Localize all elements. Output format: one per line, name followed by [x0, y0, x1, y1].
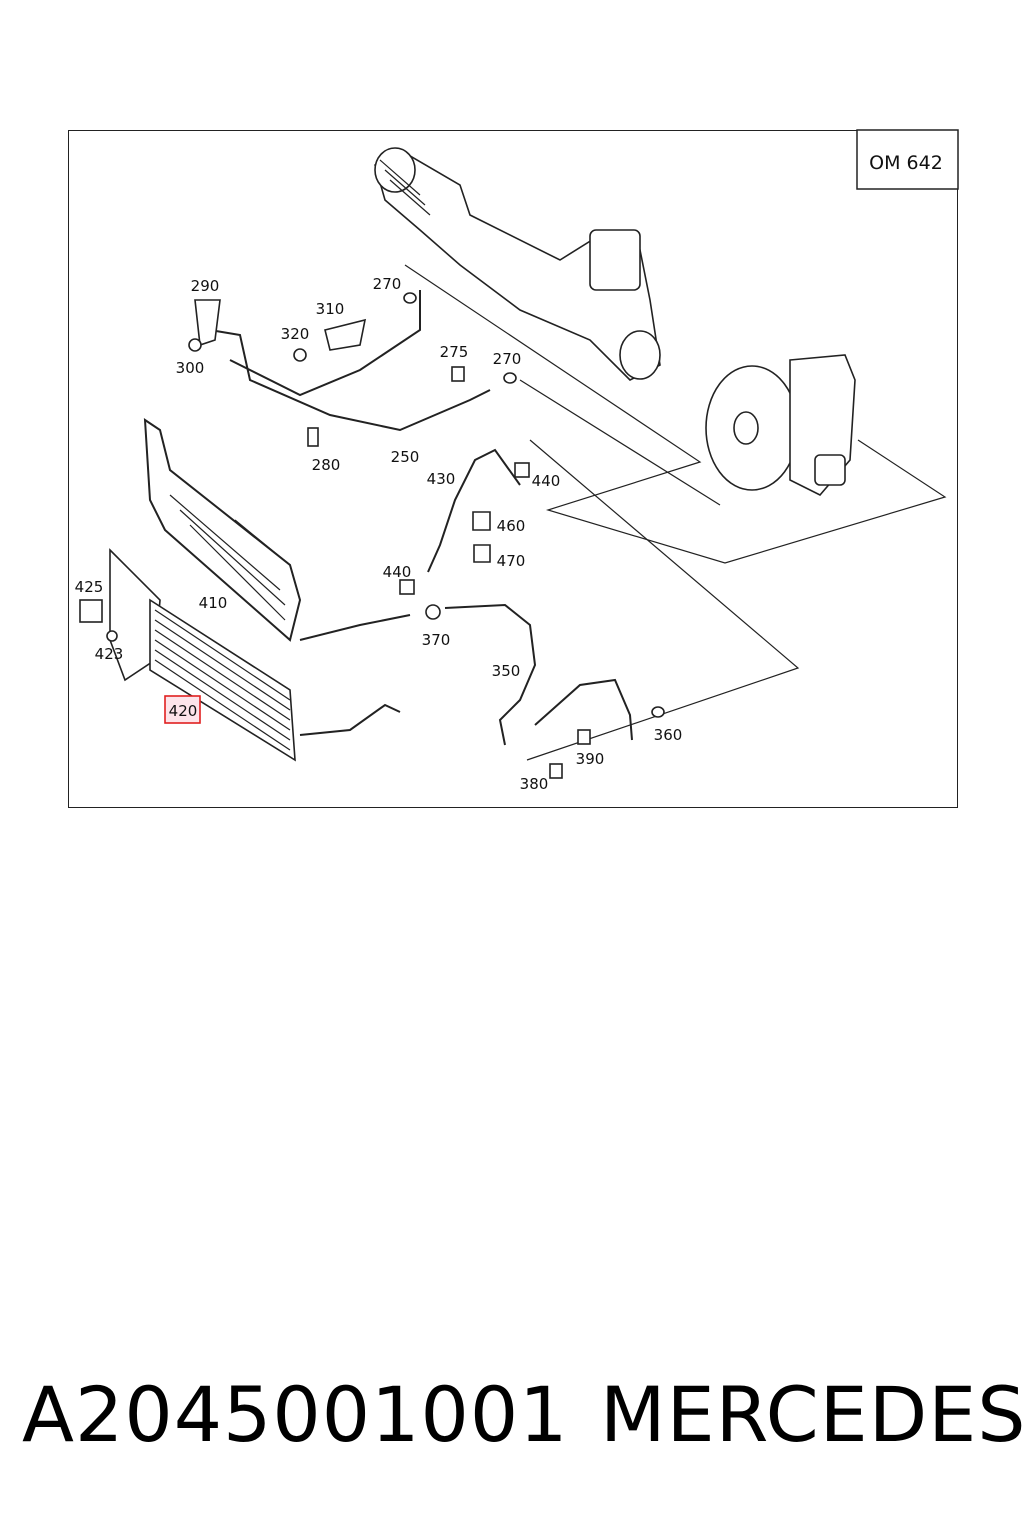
callout-420: 420 [169, 702, 198, 720]
callout-423: 423 [95, 645, 124, 663]
steering-rack [374, 147, 661, 381]
engine-label-box [856, 129, 959, 190]
bracket-290 [194, 299, 221, 347]
nut-300 [188, 338, 202, 352]
callout-270-lower: 270 [493, 350, 522, 368]
line-360 [534, 678, 633, 741]
callout-440-lower: 440 [383, 563, 412, 581]
clip-470 [473, 544, 491, 563]
cooler-420 [109, 548, 401, 762]
callout-370: 370 [422, 631, 451, 649]
callout-320: 320 [281, 325, 310, 343]
callout-250: 250 [391, 448, 420, 466]
oring-423 [106, 630, 118, 642]
hose-430 [427, 448, 521, 573]
hose-350 [444, 603, 537, 746]
callout-380: 380 [520, 775, 549, 793]
callout-300: 300 [176, 359, 205, 377]
callout-350: 350 [492, 662, 521, 680]
callout-360: 360 [654, 726, 683, 744]
brand-name: MERCEDES [600, 1370, 1024, 1459]
leader-lines-lower [526, 439, 800, 761]
clip-460 [472, 511, 491, 531]
callout-440-upper: 440 [532, 472, 561, 490]
callout-310: 310 [316, 300, 345, 318]
callout-420-highlight [164, 695, 201, 724]
power-steering-pump [705, 354, 856, 496]
callout-290: 290 [191, 277, 220, 295]
oring-270-upper [403, 292, 417, 304]
oring-360 [651, 706, 665, 718]
callout-470: 470 [497, 552, 526, 570]
callout-390: 390 [576, 750, 605, 768]
bolt-275 [451, 366, 465, 382]
callout-270-upper: 270 [373, 275, 402, 293]
clamp-440-upper [514, 462, 530, 478]
callout-460: 460 [497, 517, 526, 535]
part-number: A2045001001 [22, 1370, 569, 1459]
callout-430: 430 [427, 470, 456, 488]
engine-label: OM 642 [869, 152, 943, 174]
diagram-frame [68, 130, 958, 808]
nut-370 [425, 604, 441, 620]
callout-280: 280 [312, 456, 341, 474]
bolt-380 [549, 763, 563, 779]
return-hose-upper [209, 329, 491, 432]
oring-270-lower [503, 372, 517, 384]
bracket-310 [324, 318, 367, 351]
part-425 [79, 599, 103, 623]
nut-320 [293, 348, 307, 362]
bolt-280 [307, 427, 319, 447]
leader-lines-pump [404, 264, 947, 564]
bolt-390 [577, 729, 591, 745]
clamp-440-lower [399, 579, 415, 595]
pressure-line-250 [229, 290, 421, 397]
callout-425: 425 [75, 578, 104, 596]
callout-275: 275 [440, 343, 469, 361]
leader-line-270 [519, 379, 721, 506]
cooler-410 [143, 418, 411, 642]
callout-410: 410 [199, 594, 228, 612]
